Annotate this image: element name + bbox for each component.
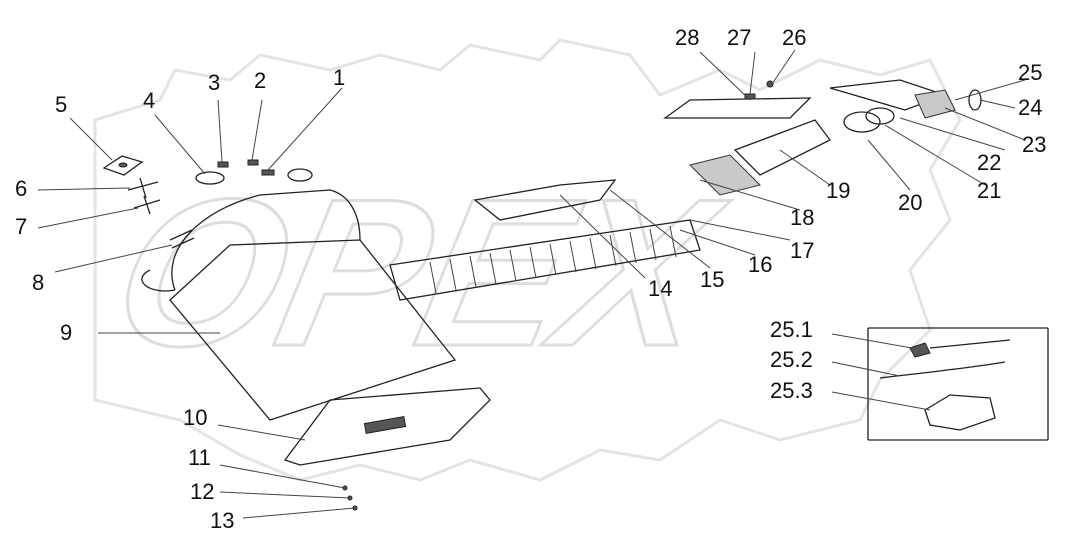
watermark-text: OPEX <box>97 155 742 389</box>
part-5-plate <box>102 155 144 176</box>
callout-24: 24 <box>1018 95 1042 120</box>
callout-26: 26 <box>782 25 806 50</box>
watermark: OPEX <box>93 38 962 482</box>
callout-labels: 1 2 3 4 5 6 7 8 9 10 11 12 13 14 15 16 1… <box>15 25 1046 533</box>
callout-12: 12 <box>190 479 214 504</box>
callout-17: 17 <box>790 238 814 263</box>
callout-23: 23 <box>1022 132 1046 157</box>
part-14-plate <box>473 179 617 221</box>
part-21-ring <box>865 107 895 125</box>
part-18-housing <box>689 154 761 196</box>
part-25-3-cover <box>924 394 996 431</box>
callout-27: 27 <box>727 25 751 50</box>
callout-6: 6 <box>15 176 27 201</box>
part-2 <box>247 159 259 166</box>
part-3 <box>217 161 229 168</box>
callout-5: 5 <box>55 92 67 117</box>
callout-1: 1 <box>333 65 345 90</box>
callout-15: 15 <box>700 267 724 292</box>
part-1 <box>261 169 275 176</box>
callout-9: 9 <box>60 320 72 345</box>
part-19-hose <box>733 119 831 176</box>
parts-drawing <box>102 79 1049 511</box>
part-9-tank-strap <box>141 269 176 292</box>
part-hose-ribs <box>429 225 677 294</box>
part-5-hole <box>118 162 128 168</box>
part-25-cap <box>914 89 956 119</box>
leader-lines <box>37 49 1026 519</box>
callout-25-3: 25.3 <box>770 378 813 403</box>
callout-20: 20 <box>898 190 922 215</box>
part-10-latch <box>363 416 407 434</box>
callout-3: 3 <box>208 70 220 95</box>
callout-8: 8 <box>32 270 44 295</box>
part-9-tank-body <box>169 239 457 421</box>
callout-11: 11 <box>188 445 211 470</box>
part-10-tray <box>283 387 491 466</box>
callout-25: 25 <box>1018 60 1042 85</box>
callout-2: 2 <box>254 68 266 93</box>
callout-14: 14 <box>648 276 672 301</box>
callout-4: 4 <box>143 88 155 113</box>
callout-19: 19 <box>826 178 850 203</box>
part-20-ring <box>843 111 881 133</box>
callout-21: 21 <box>977 178 1001 203</box>
callout-25-2: 25.2 <box>770 347 813 372</box>
callout-18: 18 <box>790 205 814 230</box>
part-28-bracket <box>662 97 812 119</box>
part-6-fitting <box>127 177 159 199</box>
callout-16: 16 <box>748 252 772 277</box>
callout-25-1: 25.1 <box>770 317 813 342</box>
callout-7: 7 <box>15 214 27 239</box>
callout-10: 10 <box>183 405 207 430</box>
part-25-1 <box>909 342 931 358</box>
callout-22: 22 <box>977 150 1001 175</box>
part-25-2-band <box>879 361 1006 379</box>
callout-13: 13 <box>210 508 234 533</box>
detail-inset-box <box>867 327 1049 441</box>
part-filler-cap <box>287 168 313 182</box>
part-25-1-strap <box>929 339 1011 349</box>
part-8-clamp <box>169 229 195 249</box>
part-7-fitting <box>133 195 161 215</box>
part-9-tank-top <box>171 189 361 291</box>
part-corrugated-hose <box>389 219 701 301</box>
part-26-bolt <box>766 80 774 88</box>
callout-28: 28 <box>675 25 699 50</box>
part-4-flange <box>195 171 225 185</box>
